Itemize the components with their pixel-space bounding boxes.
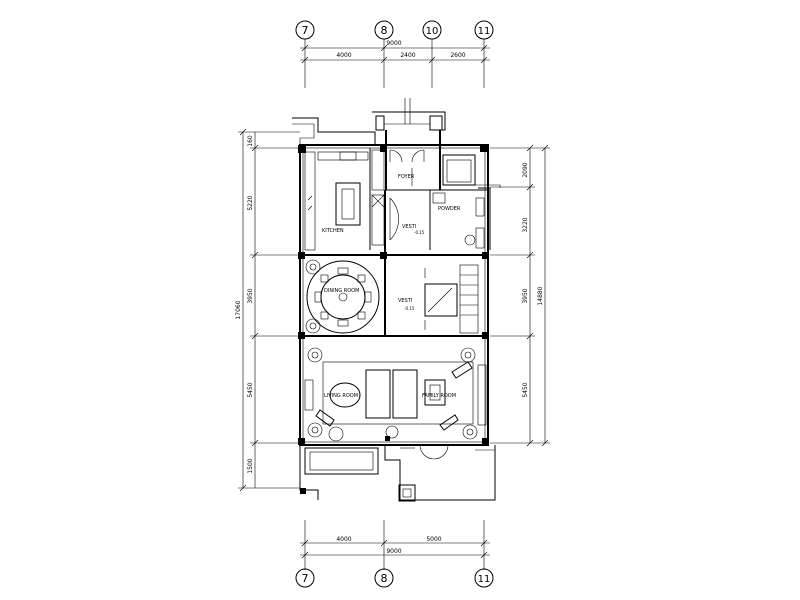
plant-icon [307, 422, 323, 438]
building-outline [292, 98, 501, 494]
dim-right-seg-1: 2090 [522, 162, 529, 177]
room-label-family: FAMILY ROOM [422, 393, 456, 399]
dim-top-total: 9000 [386, 40, 401, 47]
dim-right-seg-4: 5450 [522, 382, 529, 397]
axis-label: 10 [426, 26, 439, 37]
axis-bubble-bottom-7: 7 [295, 568, 315, 588]
top-grid-axes: 7 8 10 11 9000 4000 2400 2600 [295, 20, 494, 88]
terrace-area [299, 444, 496, 502]
plant-icon [307, 347, 323, 363]
dim-left-seg-2: 5220 [247, 195, 254, 210]
dim-right-seg-3: 3950 [522, 288, 529, 303]
axis-label: 11 [478, 574, 491, 585]
axis-label: 8 [381, 572, 388, 585]
dim-top-seg-2: 2400 [400, 52, 415, 59]
right-dimensions: 2090 3220 3950 5450 14880 [490, 144, 550, 447]
axis-bubble-top-10: 10 [422, 20, 442, 40]
powder-area: POWDER [432, 192, 485, 249]
room-label-vesti-1: VESTI [402, 224, 416, 230]
dim-left-seg-4: 5450 [247, 382, 254, 397]
room-label-kitchen: KITCHEN [322, 228, 344, 234]
dim-left-seg-5: 1500 [247, 458, 254, 473]
dim-bottom-total: 9000 [386, 548, 401, 555]
axis-bubble-bottom-8: 8 [374, 568, 394, 588]
bottom-grid-axes: 4000 5000 9000 7 8 11 [295, 520, 494, 588]
dim-bottom-seg-1: 4000 [336, 536, 351, 543]
axis-label: 7 [302, 572, 309, 585]
axis-label: 7 [302, 24, 309, 37]
dining-area: DINING ROOM [305, 259, 380, 334]
room-level-vesti-2: -0.15 [404, 306, 415, 311]
plant-icon [462, 424, 478, 440]
axis-bubble-top-11: 11 [474, 20, 494, 40]
room-label-vesti-2: VESTI [398, 298, 412, 304]
axis-label: 11 [478, 26, 491, 37]
stair-area: VESTI -0.15 [398, 264, 479, 334]
dim-left-seg-3: 3950 [247, 288, 254, 303]
left-dimensions: 17060 160 5220 3950 5450 1500 [235, 128, 300, 492]
foyer-area: FOYER [389, 149, 425, 186]
axis-bubble-top-8: 8 [374, 20, 394, 40]
room-label-living: LIVING ROOM [324, 393, 358, 399]
room-level-vesti-1: -0.15 [414, 230, 425, 235]
dim-left-total: 17060 [235, 300, 242, 319]
plant-icon [305, 318, 321, 334]
dim-top-seg-1: 4000 [336, 52, 351, 59]
dim-bottom-seg-2: 5000 [426, 536, 441, 543]
kitchen-area: KITCHEN [304, 149, 385, 251]
dim-top-seg-3: 2600 [450, 52, 465, 59]
room-label-powder: POWDER [438, 206, 461, 212]
plant-icon [460, 347, 476, 363]
vesti-1-area: VESTI -0.15 [389, 197, 425, 241]
axis-bubble-bottom-11: 11 [474, 568, 494, 588]
dim-left-seg-1: 160 [247, 135, 254, 147]
dim-right-total: 14880 [537, 286, 544, 305]
dim-right-seg-2: 3220 [522, 217, 529, 232]
axis-label: 8 [381, 24, 388, 37]
room-label-foyer: FOYER [398, 174, 415, 180]
room-label-dining: DINING ROOM [324, 288, 359, 294]
living-family-area: LIVING ROOM FAMILY ROOM [304, 347, 487, 442]
axis-bubble-top-7: 7 [295, 20, 315, 40]
plant-icon [305, 259, 321, 275]
